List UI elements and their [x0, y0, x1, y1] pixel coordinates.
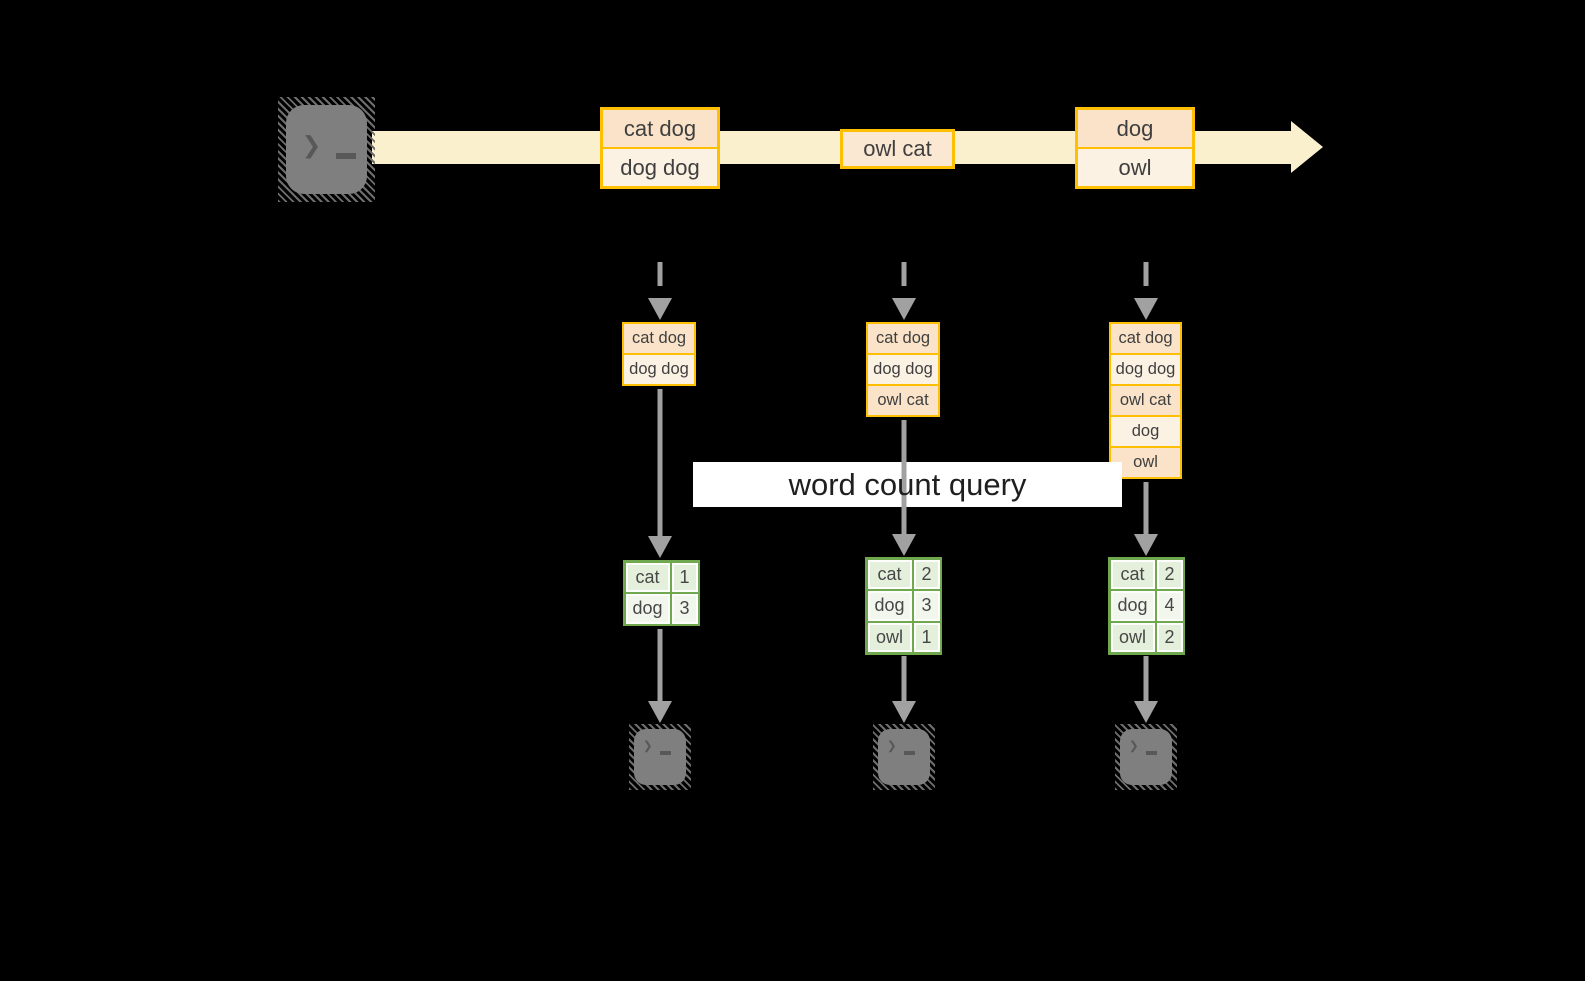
stream-timeline-arrowhead-icon [1291, 121, 1323, 173]
sink-arrowhead-1-icon [648, 701, 672, 723]
terminal-icon-body: ❯ [286, 105, 367, 194]
count-cell: 1 [913, 622, 940, 652]
terminal-cursor-icon [904, 751, 915, 755]
word-cell: cat [1110, 559, 1155, 589]
input-record: dog dog [624, 355, 694, 384]
input-record-text: dog dog [629, 360, 689, 378]
dashed-arrowhead-2-icon [892, 298, 916, 320]
input-record-text: cat dog [1118, 329, 1173, 347]
stream-batch-2: owl cat [840, 129, 955, 169]
word-count-table-3: cat 2 dog 4 owl 2 [1108, 557, 1185, 655]
stream-batch-3: dog owl [1075, 107, 1195, 189]
input-record-text: owl cat [1119, 391, 1172, 409]
stream-record: cat dog [603, 110, 717, 147]
micro-batch-input-3: cat dog dog dog owl cat dog owl [1109, 322, 1182, 479]
count-cell: 1 [671, 562, 698, 592]
sink-arrowhead-3-icon [1134, 701, 1158, 723]
terminal-icon: ❯ [278, 97, 375, 202]
sink-arrowhead-2-icon [892, 701, 916, 723]
count-cell: 2 [1156, 622, 1183, 652]
word-cell: dog [1110, 591, 1155, 621]
stream-record: owl [1078, 149, 1192, 186]
terminal-icon: ❯ [873, 724, 935, 790]
input-record: owl cat [868, 386, 938, 415]
stream-record: owl cat [843, 132, 952, 166]
terminal-icon-body: ❯ [878, 729, 930, 785]
stream-batch-1: cat dog dog dog [600, 107, 720, 189]
terminal-icon: ❯ [629, 724, 691, 790]
terminal-cursor-icon [660, 751, 671, 755]
input-record-text: dog [1131, 422, 1160, 440]
word-count-row: cat 2 [1110, 559, 1183, 589]
count-cell: 2 [913, 559, 940, 589]
stream-record-text: owl cat [863, 136, 932, 161]
input-record-text: cat dog [631, 329, 687, 347]
word-cell: owl [1110, 622, 1155, 652]
word-count-table-1: cat 1 dog 3 [623, 560, 700, 626]
input-record-text: dog dog [873, 360, 933, 378]
terminal-cursor-icon [1146, 751, 1157, 755]
dashed-arrowhead-3-icon [1134, 298, 1158, 320]
input-record: cat dog [868, 324, 938, 353]
terminal-icon: ❯ [1115, 724, 1177, 790]
stream-record: dog dog [603, 149, 717, 186]
input-record-text: owl cat [877, 391, 929, 409]
stream-record: dog [1078, 110, 1192, 147]
count-cell: 2 [1156, 559, 1183, 589]
terminal-icon-body: ❯ [634, 729, 686, 785]
input-record: dog dog [1111, 355, 1180, 384]
word-count-row: cat 1 [625, 562, 698, 592]
count-cell: 3 [913, 591, 940, 621]
query-label: word count query [788, 466, 1027, 502]
terminal-prompt-icon: ❯ [643, 736, 653, 755]
input-record: owl [1111, 448, 1180, 477]
dashed-arrowhead-1-icon [648, 298, 672, 320]
input-record-text: cat dog [875, 329, 931, 347]
word-cell: cat [625, 562, 670, 592]
word-count-row: dog 3 [867, 591, 940, 621]
input-record-text: dog dog [1115, 360, 1176, 378]
word-count-table-2: cat 2 dog 3 owl 1 [865, 557, 942, 655]
query-arrowhead-3-icon [1134, 534, 1158, 556]
input-record-text: owl [1133, 453, 1158, 471]
word-count-row: dog 3 [625, 594, 698, 624]
word-count-row: dog 4 [1110, 591, 1183, 621]
word-count-row: owl 1 [867, 622, 940, 652]
word-cell: owl [867, 622, 912, 652]
micro-batch-input-1: cat dog dog dog [622, 322, 696, 386]
input-record: cat dog [624, 324, 694, 353]
stream-record-text: owl [1118, 154, 1152, 180]
query-arrowhead-1-icon [648, 536, 672, 558]
count-cell: 4 [1156, 591, 1183, 621]
input-record: cat dog [1111, 324, 1180, 353]
terminal-prompt-icon: ❯ [302, 126, 322, 164]
terminal-prompt-icon: ❯ [1129, 736, 1139, 755]
terminal-cursor-icon [336, 153, 356, 159]
stream-record-text: cat dog [623, 115, 697, 141]
input-record: dog [1111, 417, 1180, 446]
query-band [693, 462, 1122, 507]
word-cell: dog [867, 591, 912, 621]
word-count-row: owl 2 [1110, 622, 1183, 652]
input-record: owl cat [1111, 386, 1180, 415]
stream-record-text: dog dog [620, 154, 700, 180]
terminal-icon-body: ❯ [1120, 729, 1172, 785]
word-cell: cat [867, 559, 912, 589]
count-cell: 3 [671, 594, 698, 624]
query-arrowhead-2-icon [892, 534, 916, 556]
micro-batch-input-2: cat dog dog dog owl cat [866, 322, 940, 417]
input-record: dog dog [868, 355, 938, 384]
stream-record-text: dog [1116, 115, 1154, 141]
word-count-row: cat 2 [867, 559, 940, 589]
word-cell: dog [625, 594, 670, 624]
terminal-prompt-icon: ❯ [887, 736, 897, 755]
